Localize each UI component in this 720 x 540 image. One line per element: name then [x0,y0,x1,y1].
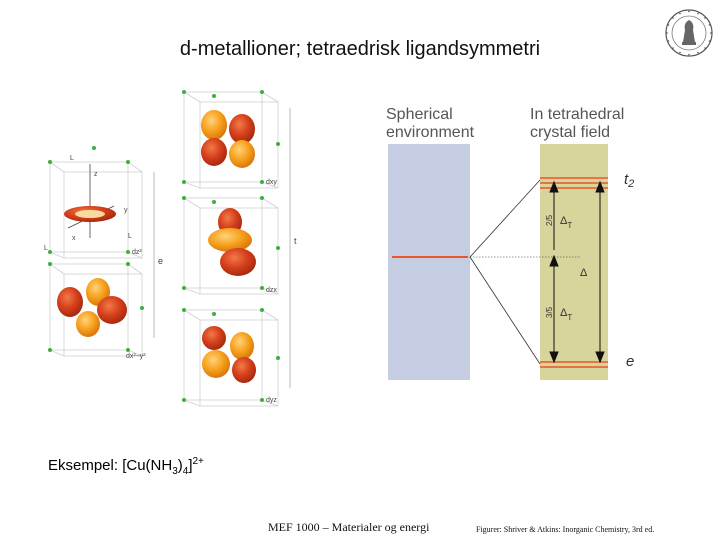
label-dx2y2: dx²−y² [126,353,146,360]
spherical-band [388,144,470,380]
university-seal-icon [665,9,713,57]
example-complex: Eksempel: [Cu(NH3)4]2+ [48,456,204,477]
dzx-orbital-icon [208,208,256,276]
total-delta: Δ [580,267,588,279]
t2-label: t2 [624,171,634,190]
footer-credit: Figurer: Shriver & Atkins: Inorganic Che… [476,525,655,534]
dz2-orbital-icon [64,164,116,238]
label-dzx: dzx [266,287,277,294]
e-label: e [626,353,634,370]
label-axis-z: z [94,171,98,178]
lower-delta: ΔT [560,307,572,322]
footer-course: MEF 1000 – Materialer og energi [268,520,430,534]
label-ligand-1: L [70,155,74,162]
dx2y2-orbital-icon [57,278,127,337]
label-axis-x: x [72,235,76,242]
label-axis-y: y [124,207,128,214]
d-orbital-shapes-figure: dxy dzx dyz dz² dx²−y² t e z y x L L L [44,90,297,407]
label-dz2: dz² [132,249,142,256]
upper-delta: ΔT [560,215,572,230]
crystal-field-band [540,144,608,380]
label-e: e [158,256,163,266]
dxy-orbital-icon [201,110,255,168]
crystal-field-splitting-diagram: 2/5 ΔT 3/5 ΔT Δ t2 e [388,144,634,380]
dyz-orbital-icon [202,326,256,383]
label-dxy: dxy [266,179,277,186]
tetrahedral-header: In tetrahedral crystal field [530,106,625,141]
spherical-header: Spherical environment [386,106,475,141]
label-ligand-2: L [44,245,48,252]
label-t: t [294,236,297,246]
slide-title: d-metallioner; tetraedrisk ligandsymmetr… [179,38,541,60]
label-ligand-3: L [128,233,132,240]
label-dyz: dyz [266,397,277,404]
upper-fraction: 2/5 [545,214,554,226]
lower-fraction: 3/5 [545,306,554,318]
